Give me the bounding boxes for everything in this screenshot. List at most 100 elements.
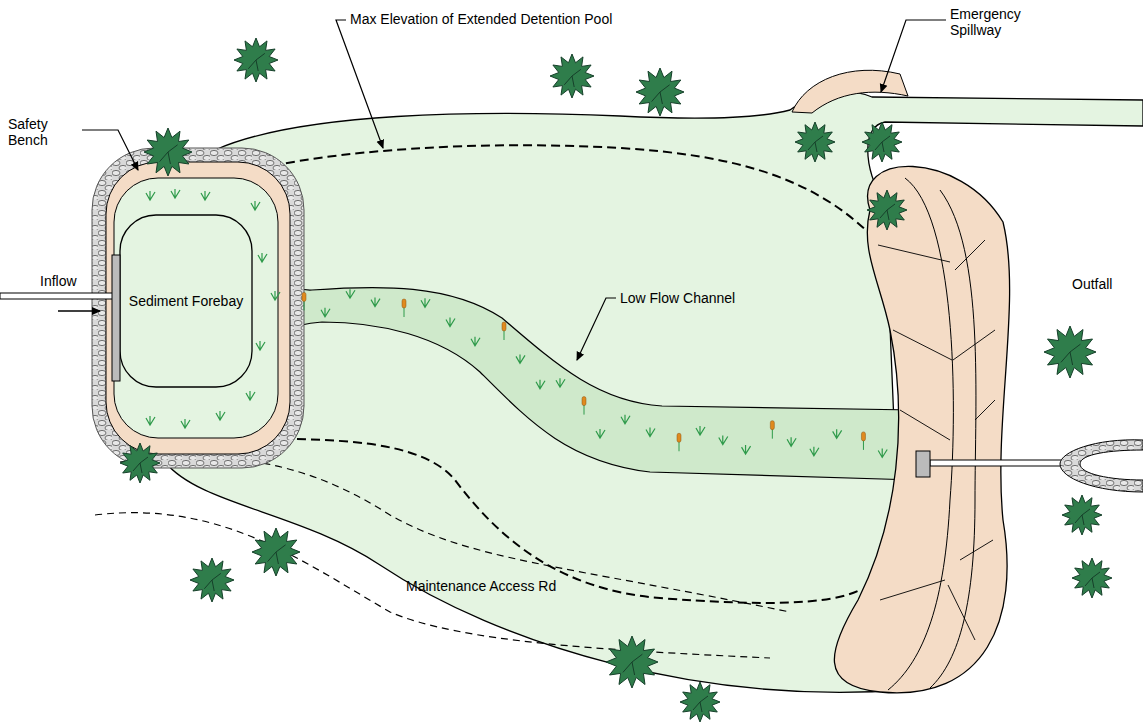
cattail-head [402,299,406,308]
tree-branch [693,696,708,712]
forebay-pool [120,215,252,387]
cattail-stem [679,441,680,451]
tree [234,38,278,82]
embankment-contour [888,178,976,690]
tree [144,128,192,176]
wetland-grass [878,448,887,457]
wetland-grass [271,291,280,300]
wetland-grass [371,298,380,307]
wetland-grass [471,337,480,346]
wetland-grass [171,189,180,198]
tree [1062,495,1102,535]
wetland-grass [516,354,525,363]
node-label: Sediment Forebay [129,293,243,310]
tree [120,443,160,483]
wetland-grass [346,289,355,298]
tree [795,122,835,162]
part-label: Outfall [1072,276,1136,292]
wetland-grass [201,191,210,200]
safety-bench [106,162,290,454]
cattail-stem [772,429,773,439]
part-label: Max Elevation of Extended Detention Pool [350,11,650,27]
part-label: Low Flow Channel [620,290,760,306]
wetland-grass [246,391,255,400]
wetland-grass [556,378,565,387]
access-road [95,513,770,658]
cattail-head [770,421,774,430]
cattail-stem [584,405,585,415]
wetland-grass [536,380,545,389]
tree-branch [133,457,148,473]
forebay-node: Sediment Forebay [120,215,252,387]
tree [1072,558,1112,598]
tree-branch [808,136,823,152]
leader-line [577,298,616,360]
tree-branch [880,204,895,220]
wetland-grass [646,428,655,437]
riser [916,451,930,477]
wetland-grass [596,429,605,438]
wetland-grass [181,419,190,428]
tree [680,682,720,722]
cattail-stem [404,307,405,317]
tree-branch [1075,509,1090,525]
wetland-grass [256,341,265,350]
wetland-grass [216,411,225,420]
wetland-grass [787,437,796,446]
tree [636,68,684,116]
cattail-stem [504,330,505,340]
wetland-grass [146,416,155,425]
tree-branch [248,53,264,71]
wetland-grass [742,445,751,454]
low-flow-channel [240,238,930,480]
part-label: Safety Bench [8,116,78,148]
weir-plate [112,255,120,381]
bench-vegetation [114,178,278,438]
tree-branch [268,545,286,564]
inflow-pipe [0,293,114,299]
tree-branch [160,145,178,164]
wetland-grass [833,429,842,438]
cattail-stem [304,300,305,310]
outlet-pipe [930,460,1065,466]
tree-branch [564,69,581,87]
part-label: Emergency Spillway [950,6,1030,38]
cattail-head [582,397,586,406]
wetland-grass [146,191,155,200]
flow-arrow [58,310,100,311]
leader-line [82,130,138,170]
cattail-head [861,432,865,441]
access-road [120,457,790,612]
tree-branch [652,85,670,104]
part-label: Inflow [40,273,100,289]
tree [867,190,907,230]
wetland-grass [258,253,267,262]
wetland-grass [251,201,260,210]
wetland-grass [446,318,455,327]
embankment [834,166,1009,692]
cattail-head [502,322,506,331]
max-elevation-line [245,145,885,250]
cattail-stem [863,440,864,450]
tree [862,122,902,162]
cattail-head [677,433,681,442]
wetland-grass [321,308,330,317]
outfall-riprap [1060,440,1143,492]
cattail-head [302,292,306,301]
tree [252,528,300,576]
tree [1044,326,1096,378]
wetland-grass [621,415,630,424]
leader-line [881,20,946,92]
tree [606,636,658,688]
tree-branch [1085,572,1100,588]
tree-branch [875,136,890,152]
wetland-grass [719,436,728,445]
leader-line [336,20,383,148]
riprap-border [92,148,304,468]
tree-branch [623,654,643,675]
tree-branch [1061,344,1081,365]
part-label: Maintenance Access Rd [406,578,606,594]
